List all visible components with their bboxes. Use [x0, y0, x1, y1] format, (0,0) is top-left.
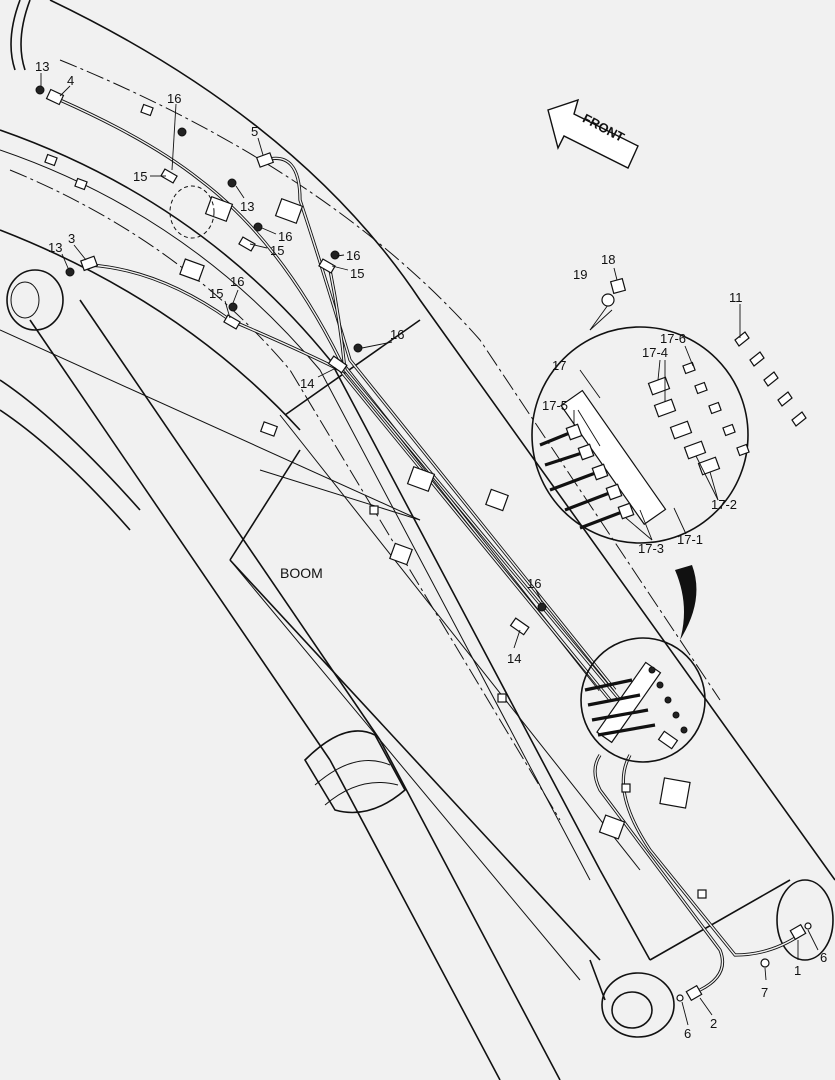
fitting-7	[760, 958, 770, 968]
fittings	[35, 85, 812, 1002]
callout-11: 11	[729, 290, 743, 305]
callout-5: 5	[251, 124, 258, 139]
callout-4: 4	[67, 73, 74, 88]
callout-16: 16	[230, 274, 244, 289]
fitting-5	[255, 152, 275, 168]
callout-18: 18	[601, 252, 615, 267]
callout-17-2: 17-2	[711, 497, 737, 512]
junction-detail-circle	[580, 637, 706, 763]
boom-head-boss	[589, 879, 834, 1038]
hose-lines	[59, 98, 801, 992]
callout-15: 15	[270, 243, 284, 258]
boom-label: BOOM	[280, 565, 323, 581]
front-arrow: FRONT	[547, 98, 639, 169]
callout-7: 7	[761, 985, 768, 1000]
fitting-3	[80, 255, 99, 272]
fitting-1	[789, 923, 807, 941]
callout-6: 6	[820, 950, 827, 965]
callout-16: 16	[527, 576, 541, 591]
callout-16: 16	[346, 248, 360, 263]
callout-13: 13	[35, 59, 49, 74]
fitting-4	[45, 88, 65, 106]
callout-19: 19	[573, 267, 587, 282]
washer-19	[601, 293, 615, 307]
callout-17-6: 17-6	[660, 331, 686, 346]
detail-enlarged-view	[531, 277, 807, 544]
callout-17-4: 17-4	[642, 345, 668, 360]
callout-15: 15	[133, 169, 147, 184]
callout-3: 3	[68, 231, 75, 246]
callout-16: 16	[278, 229, 292, 244]
detail-pointer	[675, 565, 697, 640]
callout-17: 17	[552, 358, 566, 373]
callout-17-3: 17-3	[638, 541, 664, 556]
boom-cylinder	[0, 299, 561, 1080]
bolt-18	[609, 277, 627, 295]
callout-16: 16	[390, 327, 404, 342]
callout-17-5: 17-5	[542, 398, 568, 413]
callout-16: 16	[167, 91, 181, 106]
callout-15: 15	[350, 266, 364, 281]
callout-17-1: 17-1	[677, 532, 703, 547]
callout-14: 14	[300, 376, 314, 391]
fitting-13-top	[35, 85, 45, 95]
callout-labels: 13 4 16 5 15 13 16 15 13 3 16 15 15 16 1…	[35, 59, 827, 1041]
fitting-2	[685, 984, 703, 1002]
boom-foot-boss	[6, 269, 64, 331]
callout-1: 1	[794, 963, 801, 978]
callout-2: 2	[710, 1016, 717, 1031]
callout-13: 13	[48, 240, 62, 255]
callout-6: 6	[684, 1026, 691, 1041]
callout-leaders	[40, 73, 819, 1026]
callout-14: 14	[507, 651, 521, 666]
boom-structure	[0, 0, 835, 981]
callout-15: 15	[209, 286, 223, 301]
callout-13: 13	[240, 199, 254, 214]
